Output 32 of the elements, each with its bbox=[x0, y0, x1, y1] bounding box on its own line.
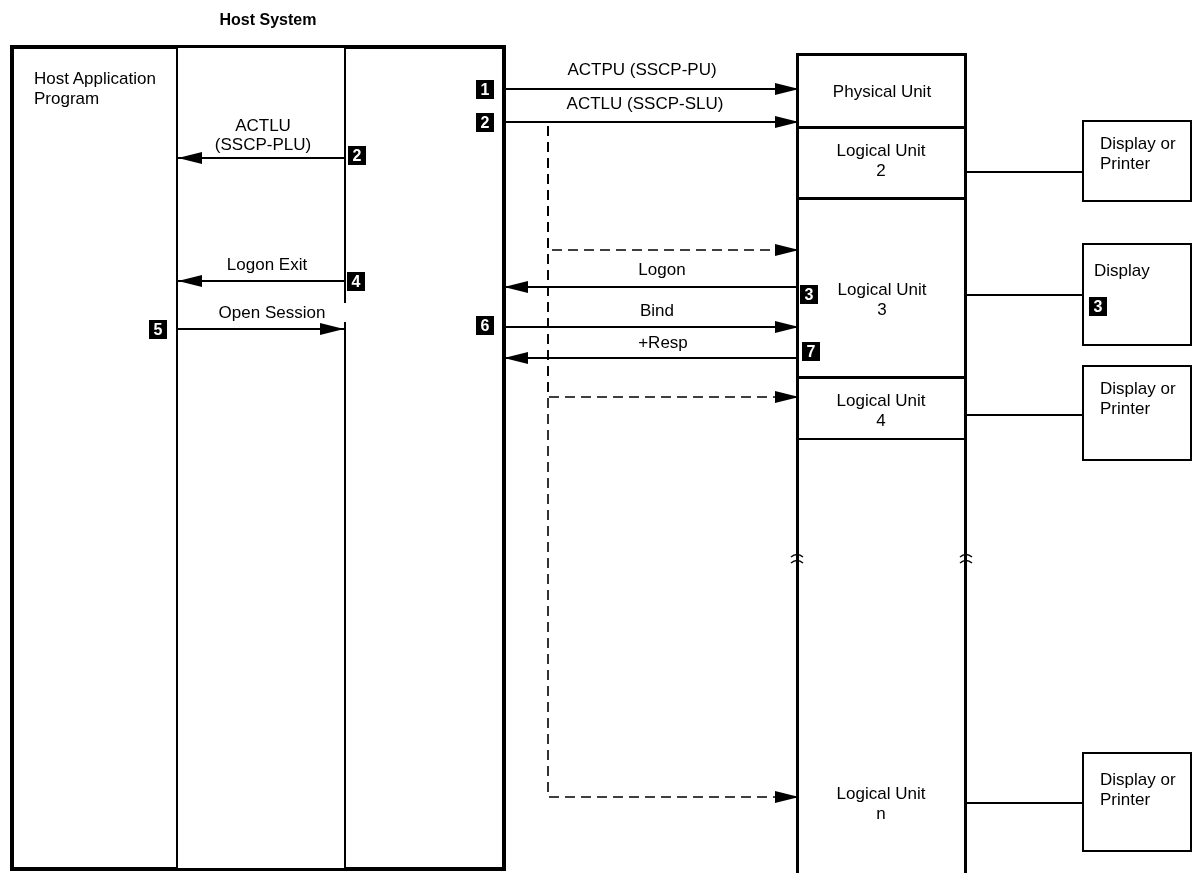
arrow bbox=[177, 323, 345, 335]
group-heading: Host System bbox=[218, 10, 318, 30]
lane-box bbox=[12, 47, 178, 869]
callout-number: 3 bbox=[800, 285, 818, 304]
callout-number: 6 bbox=[476, 316, 494, 335]
arrow bbox=[177, 275, 345, 287]
callout-number: 1 bbox=[476, 80, 494, 99]
unit-label: Logical Unit 2 bbox=[835, 141, 927, 181]
device-label: Display or Printer bbox=[1100, 379, 1177, 419]
device-label: Display or Printer bbox=[1100, 770, 1177, 810]
callout-number: 4 bbox=[347, 272, 365, 291]
device-box bbox=[1082, 752, 1192, 852]
device-box bbox=[1082, 365, 1192, 461]
unit-label: Logical Unit 4 bbox=[835, 391, 927, 431]
device-label: Display or Printer bbox=[1100, 134, 1177, 174]
arrow bbox=[177, 152, 345, 164]
device-label: Display bbox=[1094, 261, 1151, 281]
unit-label: Logical Unit n bbox=[835, 784, 927, 824]
lane-box bbox=[344, 47, 504, 869]
unit-box bbox=[799, 377, 964, 440]
unit-box bbox=[799, 127, 964, 199]
callout-number: 5 bbox=[149, 320, 167, 339]
callout-number: 2 bbox=[348, 146, 366, 165]
device-box bbox=[1082, 243, 1192, 346]
lane-title: Host Application Program bbox=[34, 69, 157, 109]
unit-label: Logical Unit 3 bbox=[836, 280, 928, 320]
callout-number: 2 bbox=[476, 113, 494, 132]
unit-label: Physical Unit bbox=[831, 82, 933, 102]
device-box bbox=[1082, 120, 1192, 202]
controller-column bbox=[796, 53, 967, 873]
callout-number: 7 bbox=[802, 342, 820, 361]
callout-number: 3 bbox=[1089, 297, 1107, 316]
